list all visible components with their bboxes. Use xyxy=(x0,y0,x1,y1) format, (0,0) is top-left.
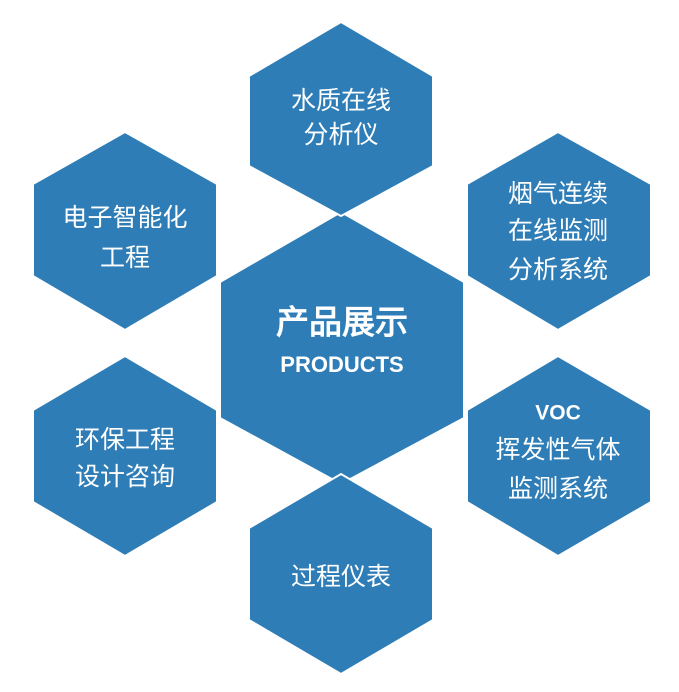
product-label-line: 环保工程 xyxy=(75,425,175,454)
product-environmental-engineering[interactable]: 环保工程 设计咨询 xyxy=(32,354,218,558)
product-label-line: 工程 xyxy=(100,243,150,272)
product-label-line: 设计咨询 xyxy=(75,462,175,491)
center-hexagon-shape xyxy=(219,210,465,486)
hexagon-shape xyxy=(466,354,652,558)
hexagon-shape xyxy=(466,130,652,332)
product-label-line: 过程仪表 xyxy=(291,562,391,591)
center-subtitle: PRODUCTS xyxy=(280,352,403,377)
product-process-instruments[interactable]: 过程仪表 xyxy=(248,472,434,676)
product-label-line: 分析仪 xyxy=(303,120,378,149)
product-water-quality-analyzer[interactable]: 水质在线 分析仪 xyxy=(248,20,434,218)
product-label-line: VOC xyxy=(535,402,581,425)
center-title: 产品展示 xyxy=(276,303,408,342)
product-label-line: 电子智能化 xyxy=(62,203,187,232)
product-label-line: 水质在线 xyxy=(291,86,391,115)
product-label-line: 烟气连续 xyxy=(508,179,608,208)
product-voc-monitoring[interactable]: VOC 挥发性气体 监测系统 xyxy=(466,354,652,558)
product-flue-gas-cems[interactable]: 烟气连续 在线监测 分析系统 xyxy=(466,130,652,332)
product-electronic-intelligence[interactable]: 电子智能化 工程 xyxy=(32,130,218,332)
product-label-line: 监测系统 xyxy=(508,474,608,503)
product-label-line: 挥发性气体 xyxy=(495,435,620,464)
center-hexagon: 产品展示 PRODUCTS xyxy=(219,210,465,486)
hexagon-shape xyxy=(32,354,218,558)
hexagon-shape xyxy=(248,20,434,218)
product-label-line: 在线监测 xyxy=(508,216,608,245)
hexagon-shape xyxy=(248,472,434,676)
product-label-line: 分析系统 xyxy=(508,255,608,284)
hexagon-shape xyxy=(32,130,218,332)
